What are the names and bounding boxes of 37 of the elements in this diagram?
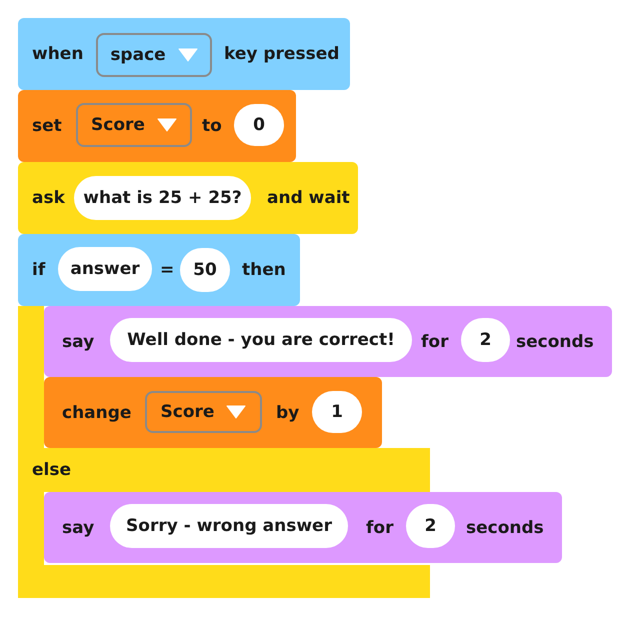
input-field: what is 25 + 25? bbox=[74, 176, 251, 220]
code-block bbox=[44, 377, 382, 448]
input-field: 2 bbox=[406, 504, 455, 548]
input-field: answer bbox=[58, 247, 152, 291]
block-label: = bbox=[160, 259, 174, 281]
code-block bbox=[18, 90, 296, 162]
input-field: 2 bbox=[461, 318, 510, 362]
block-label: seconds bbox=[516, 330, 594, 352]
code-block bbox=[18, 18, 350, 90]
block-label: seconds bbox=[466, 516, 544, 538]
input-field: Sorry - wrong answer bbox=[110, 504, 348, 548]
code-block bbox=[18, 162, 358, 234]
input-field: Well done - you are correct! bbox=[110, 318, 412, 362]
block-label: else bbox=[32, 459, 72, 481]
block-label: if bbox=[32, 259, 46, 281]
block-label: for bbox=[421, 330, 448, 352]
input-field: 50 bbox=[180, 248, 230, 292]
block-label: ask bbox=[32, 187, 65, 209]
input-field: 0 bbox=[234, 104, 284, 146]
block-label: by bbox=[276, 402, 300, 424]
block-label: say bbox=[62, 516, 94, 538]
dropdown-menu: Score bbox=[76, 103, 192, 147]
block-label: then bbox=[242, 259, 286, 281]
code-block bbox=[44, 306, 612, 377]
code-block bbox=[18, 234, 300, 306]
block-label: when bbox=[32, 43, 84, 65]
block-label: for bbox=[366, 516, 394, 538]
block-label: key pressed bbox=[224, 43, 340, 65]
dropdown-menu: space bbox=[96, 33, 212, 77]
block-label: and wait bbox=[267, 187, 350, 209]
dropdown-menu: Score bbox=[145, 391, 262, 433]
code-block bbox=[44, 492, 562, 563]
input-field: 1 bbox=[312, 391, 362, 433]
block-label: change bbox=[62, 402, 132, 424]
block-label: say bbox=[62, 330, 94, 352]
block-label: set bbox=[32, 115, 62, 137]
block-label: to bbox=[202, 115, 222, 137]
